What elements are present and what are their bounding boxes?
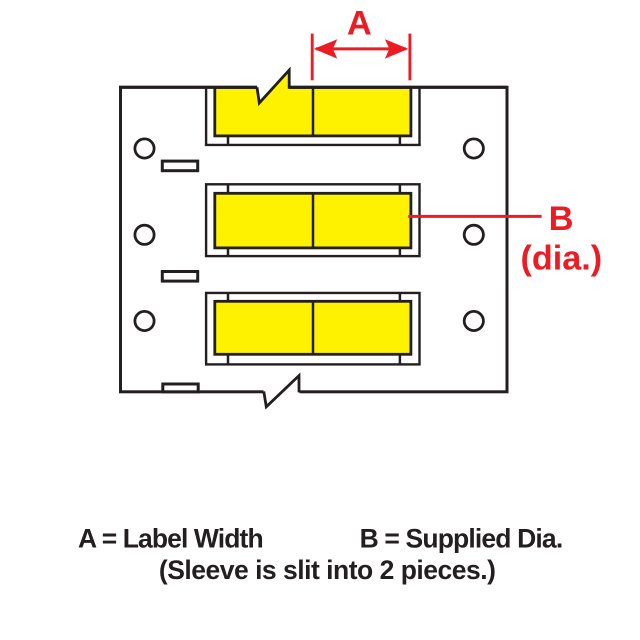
svg-text:A = Label Width: A = Label Width (78, 524, 263, 554)
svg-text:B: B (549, 200, 574, 238)
svg-text:A: A (347, 5, 372, 43)
svg-text:B = Supplied Dia.: B = Supplied Dia. (360, 524, 563, 554)
svg-text:(dia.): (dia.) (520, 239, 602, 277)
svg-text:(Sleeve is slit into 2 pieces.: (Sleeve is slit into 2 pieces.) (159, 555, 496, 585)
